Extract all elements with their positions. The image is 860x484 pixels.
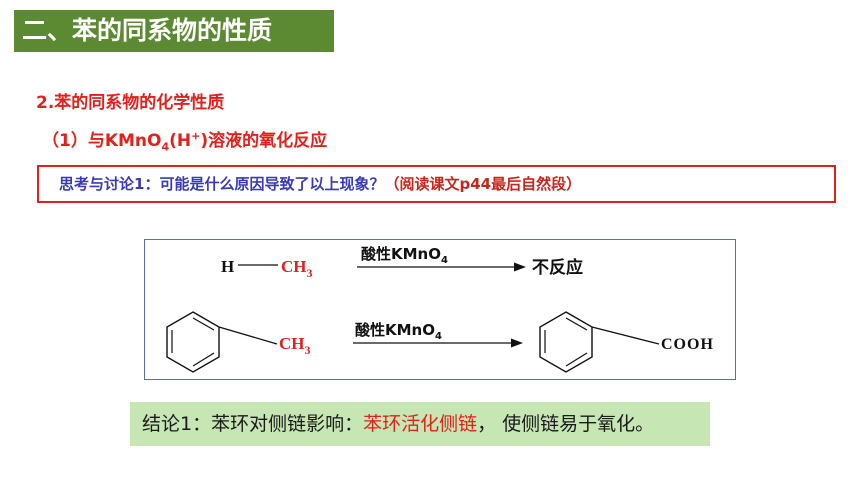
- bond-line: [591, 326, 660, 345]
- discussion-box: 思考与讨论1：可能是什么原因导致了以上现象？（阅读课文p44最后自然段）: [37, 165, 836, 203]
- reaction-svg: H CH3 酸性KMnO4 不反应 CH3 酸性KMnO4 COOH: [166, 245, 714, 373]
- benzene-ring-icon: [166, 311, 220, 373]
- subsection-superscript: +: [191, 129, 201, 143]
- benzene-ring-icon: [539, 311, 593, 373]
- reaction-diagram: H CH3 酸性KMnO4 不反应 CH3 酸性KMnO4 COOH: [144, 239, 736, 380]
- discussion-prompt: 思考与讨论1：可能是什么原因导致了以上现象？: [59, 175, 385, 193]
- methyl-group-2: CH3: [279, 334, 311, 357]
- subsection-subscript: 4: [161, 140, 170, 154]
- conclusion-box: 结论1：苯环对侧链影响：苯环活化侧链， 使侧链易于氧化。: [130, 402, 710, 446]
- conclusion-tail: ， 使侧链易于氧化。: [477, 413, 655, 435]
- subsection-suffix: )溶液的氧化反应: [200, 131, 328, 151]
- arrow-head-2: [511, 338, 523, 348]
- methyl-group-1: CH3: [281, 257, 313, 280]
- section-heading: 2.苯的同系物的化学性质: [36, 93, 225, 113]
- subsection-heading: （1）与KMnO4(H+)溶液的氧化反应: [42, 126, 327, 153]
- conclusion-highlight: 苯环活化侧链: [363, 413, 478, 435]
- subsection-prefix: （1）与KMnO: [42, 131, 162, 151]
- reaction-condition-1: 酸性KMnO4: [361, 245, 448, 266]
- arrow-head-1: [514, 262, 526, 272]
- reaction-condition-2: 酸性KMnO4: [355, 321, 442, 342]
- reactant-hydrogen: H: [221, 257, 234, 276]
- conclusion-lead: 结论1：苯环对侧链影响：: [142, 413, 364, 435]
- slide-title: 二、苯的同系物的性质: [14, 10, 334, 52]
- carboxyl-group: COOH: [661, 336, 714, 353]
- discussion-hint: （阅读课文p44最后自然段）: [384, 175, 582, 193]
- product-no-reaction: 不反应: [532, 257, 583, 278]
- subsection-mid: (H: [169, 131, 192, 151]
- bond-line: [218, 326, 278, 345]
